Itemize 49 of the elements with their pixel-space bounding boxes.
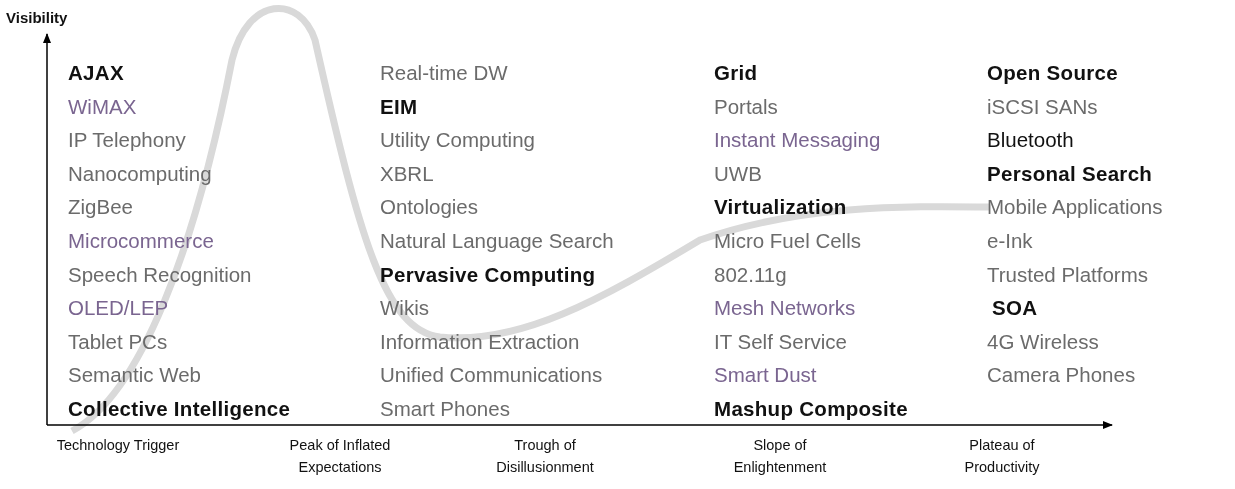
technology-label: Mashup Composite — [714, 397, 908, 421]
technology-label: UWB — [714, 161, 762, 186]
technology-label: Micro Fuel Cells — [714, 229, 861, 253]
technology-label: Virtualization — [714, 195, 847, 220]
technology-label: Information Extraction — [380, 329, 580, 354]
technology-label: Semantic Web — [68, 363, 201, 388]
technology-label: Bluetooth — [987, 128, 1074, 153]
technology-label: Pervasive Computing — [380, 262, 596, 287]
technology-label: Natural Language Search — [380, 229, 614, 253]
technology-label: 802.11g — [714, 262, 787, 287]
phase-label: Peak of Inflated Expectations — [288, 436, 392, 477]
technology-label: Trusted Platforms — [987, 262, 1148, 287]
technology-label: Personal Search — [987, 161, 1153, 186]
technology-label: Utility Computing — [380, 128, 535, 153]
technology-label: 4G Wireless — [987, 329, 1099, 354]
technology-label: Microcommerce — [68, 229, 214, 253]
technology-label: ZigBee — [68, 195, 133, 220]
technology-label: Tablet PCs — [68, 329, 168, 354]
technology-label: Portals — [714, 94, 778, 119]
technology-label: SOA — [992, 296, 1038, 321]
technology-label: Unified Communications — [380, 363, 603, 388]
technology-label: Real-time DW — [380, 61, 508, 85]
technology-label: Instant Messaging — [714, 128, 881, 153]
technology-label: Open Source — [987, 61, 1118, 85]
technology-label: XBRL — [380, 161, 434, 186]
technology-label: Ontologies — [380, 195, 478, 220]
technology-label: Smart Phones — [380, 397, 510, 421]
technology-label: Collective Intelligence — [68, 397, 291, 421]
phase-label: Slope of Enlightenment — [732, 436, 828, 477]
technology-label: IT Self Service — [714, 329, 847, 354]
technology-label: AJAX — [68, 61, 124, 85]
technology-label: Smart Dust — [714, 363, 817, 388]
technology-label: Mesh Networks — [714, 296, 856, 321]
technology-label: iSCSI SANs — [987, 94, 1098, 119]
phase-label: Plateau of Productivity — [963, 436, 1041, 477]
technology-label: Speech Recognition — [68, 262, 252, 287]
technology-label: OLED/LEP — [68, 296, 169, 321]
technology-label: Wikis — [380, 296, 429, 321]
technology-label: IP Telephony — [68, 128, 186, 153]
technology-label: Mobile Applications — [987, 195, 1163, 220]
technology-label: Grid — [714, 61, 758, 85]
axis-title: Visibility — [6, 8, 68, 28]
technology-label: e-Ink — [987, 229, 1033, 253]
technology-label: WiMAX — [68, 94, 137, 119]
phase-label: Trough of Disillusionment — [495, 436, 595, 477]
phase-label: Technology Trigger — [55, 436, 181, 455]
technology-label: Camera Phones — [987, 363, 1136, 388]
technology-label: Nanocomputing — [68, 161, 212, 186]
technology-label: EIM — [380, 94, 418, 119]
